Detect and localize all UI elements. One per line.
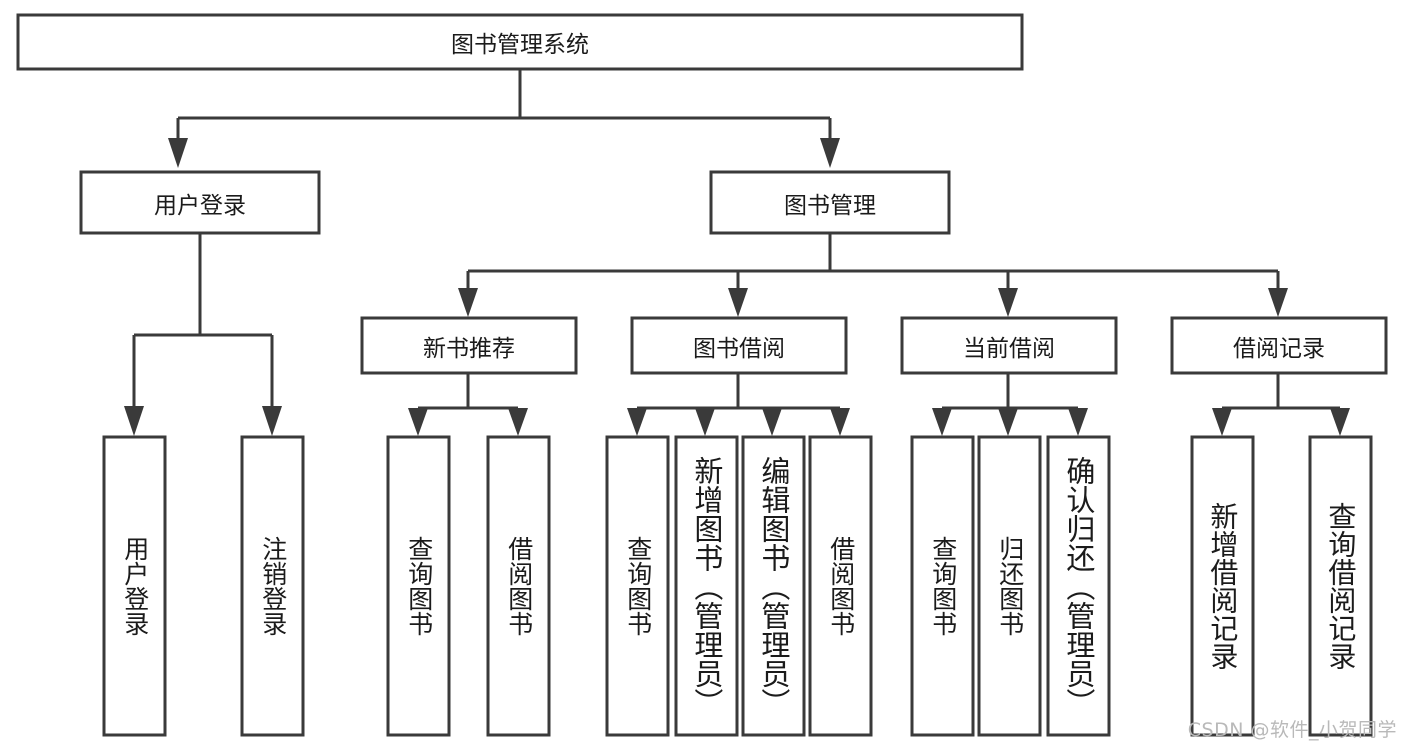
arrow-to-leaf-borrow-book-1 xyxy=(508,408,528,436)
arrow-to-new-book-recommend xyxy=(458,288,478,317)
node-book-borrow-box[interactable] xyxy=(630,316,848,375)
arrow-to-leaf-user-login xyxy=(124,406,144,436)
arrow-to-leaf-confirm-return xyxy=(1068,408,1088,436)
csdn-watermark: CSDN @软件_小贺同学 xyxy=(1187,719,1397,741)
node-leaf-logout-box[interactable] xyxy=(240,435,305,737)
node-new-book-recommend-box[interactable] xyxy=(360,316,578,375)
arrow-to-borrow-record xyxy=(1268,288,1288,317)
node-leaf-edit-book-box[interactable] xyxy=(741,435,806,737)
node-leaf-confirm-return-box[interactable] xyxy=(1046,435,1111,737)
edges-new-book-recommend-to-leaves xyxy=(408,373,528,436)
edges-current-borrow-to-leaves xyxy=(932,373,1088,436)
arrow-to-current-borrow xyxy=(998,288,1018,317)
node-root-box[interactable] xyxy=(16,13,1024,71)
edges-book-borrow-to-leaves xyxy=(627,373,850,436)
arrow-to-leaf-query-book-3 xyxy=(932,408,952,436)
arrow-to-book-management xyxy=(820,138,840,168)
node-leaf-user-login-box[interactable] xyxy=(102,435,167,737)
node-leaf-query-book-1-box[interactable] xyxy=(386,435,451,737)
arrow-to-leaf-borrow-book-2 xyxy=(830,408,850,436)
node-user-login-box[interactable] xyxy=(79,170,321,235)
arrow-to-book-borrow xyxy=(728,288,748,317)
node-leaf-return-book-box[interactable] xyxy=(977,435,1042,737)
node-book-management-box[interactable] xyxy=(709,170,951,235)
node-leaf-borrow-book-1-box[interactable] xyxy=(486,435,551,737)
node-leaf-query-record-box[interactable] xyxy=(1308,435,1373,737)
node-borrow-record-box[interactable] xyxy=(1170,316,1388,375)
node-current-borrow-box[interactable] xyxy=(900,316,1118,375)
arrow-to-leaf-edit-book xyxy=(762,408,782,436)
arrow-to-leaf-logout xyxy=(262,406,282,436)
edges-root-to-level2 xyxy=(168,69,840,168)
arrow-to-leaf-query-record xyxy=(1330,408,1350,436)
arrow-to-leaf-query-book-1 xyxy=(408,408,428,436)
arrow-to-leaf-query-book-2 xyxy=(627,408,647,436)
node-leaf-add-record-box[interactable] xyxy=(1190,435,1255,737)
arrow-to-leaf-return-book xyxy=(998,408,1018,436)
node-leaf-query-book-2-box[interactable] xyxy=(605,435,670,737)
arrow-to-leaf-add-record xyxy=(1212,408,1232,436)
edges-user-login-to-leaves xyxy=(124,233,282,436)
node-leaf-borrow-book-2-box[interactable] xyxy=(808,435,873,737)
arrow-to-leaf-add-book xyxy=(695,408,715,436)
arrow-to-user-login xyxy=(168,138,188,168)
edges-book-management-to-level3 xyxy=(458,233,1288,317)
node-leaf-query-book-3-box[interactable] xyxy=(910,435,975,737)
node-leaf-add-book-box[interactable] xyxy=(674,435,739,737)
edges-borrow-record-to-leaves xyxy=(1212,373,1350,436)
